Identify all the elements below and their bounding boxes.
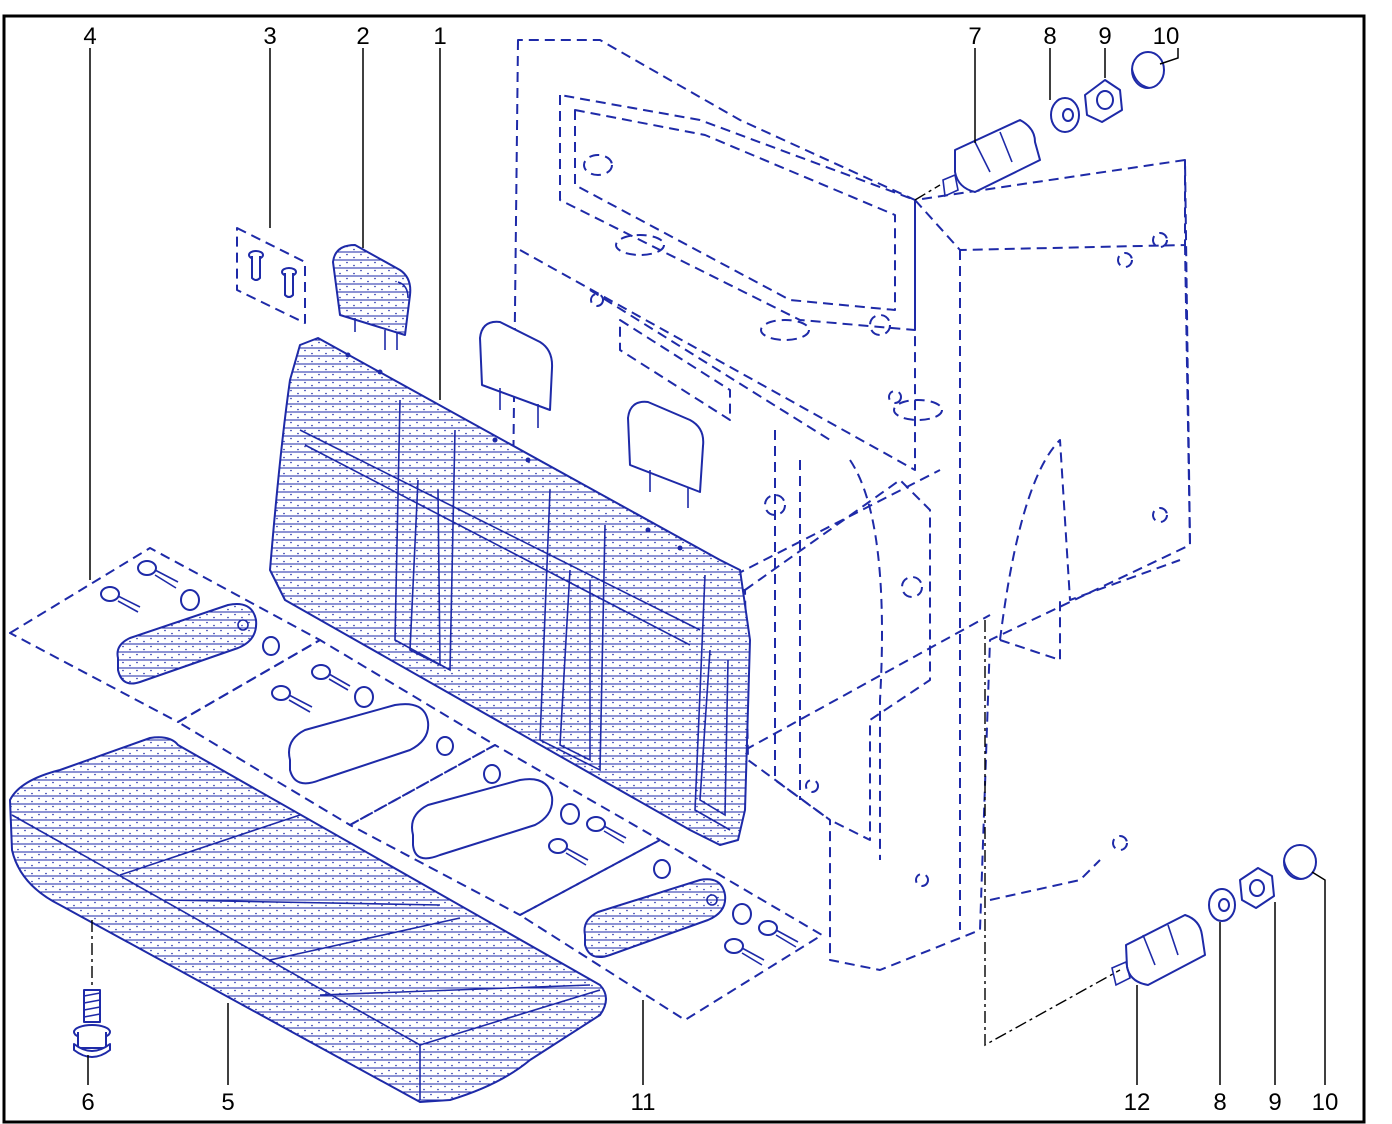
leader-lines <box>87 48 1326 1085</box>
armrest-fasteners <box>100 560 799 966</box>
callout-9-bottom: 9 <box>1268 1089 1281 1116</box>
seat-cushion <box>9 736 607 1103</box>
callout-2: 2 <box>356 23 369 50</box>
bushing <box>262 636 280 656</box>
cap-bottom <box>1283 844 1317 880</box>
callout-9-top: 9 <box>1098 23 1111 50</box>
bushing <box>483 764 501 784</box>
nut-top <box>1084 79 1123 123</box>
callout-labels: 4 3 2 1 7 8 9 10 6 5 11 12 8 9 10 <box>81 23 1338 1116</box>
bolt <box>758 920 799 948</box>
callout-12: 12 <box>1124 1089 1151 1116</box>
nut-bottom <box>1239 867 1275 909</box>
bolt <box>271 685 313 713</box>
headrest-guide-sleeves <box>236 227 306 324</box>
stud-spacer-top <box>942 119 1041 198</box>
armrest-right <box>583 878 727 958</box>
armrest-group-outlines <box>9 547 823 1021</box>
callout-1: 1 <box>433 23 446 50</box>
callout-4: 4 <box>83 23 96 50</box>
bolt <box>100 586 141 613</box>
seat-back <box>269 337 751 846</box>
bolt <box>724 938 765 966</box>
callout-7: 7 <box>968 23 981 50</box>
callout-10-top: 10 <box>1153 23 1180 50</box>
callout-10-bottom: 10 <box>1312 1089 1339 1116</box>
mounting-axis-lines <box>914 184 1121 1047</box>
washer-top <box>1050 97 1080 133</box>
vehicle-panel-phantom <box>511 39 1191 971</box>
headrest-2 <box>332 244 412 350</box>
bolt <box>311 664 351 691</box>
callout-3: 3 <box>263 23 276 50</box>
bolt <box>137 560 179 589</box>
callout-8-bottom: 8 <box>1213 1089 1226 1116</box>
bushing <box>560 803 580 825</box>
bushing <box>354 686 374 708</box>
bushing <box>436 736 454 756</box>
armrest-middle-left <box>288 703 430 785</box>
cap-top <box>1131 51 1165 89</box>
armrest-left <box>116 603 258 685</box>
bushing <box>653 859 671 879</box>
stud-spacer-bottom <box>1111 914 1206 987</box>
bushing <box>732 903 752 925</box>
armrest-middle-right <box>411 778 554 860</box>
washer-bottom <box>1208 888 1236 922</box>
flange-bolt <box>73 920 111 1058</box>
bolt <box>586 816 627 844</box>
callout-11: 11 <box>631 1089 656 1116</box>
callout-5: 5 <box>221 1089 234 1116</box>
headrest-right <box>627 400 705 508</box>
callout-8-top: 8 <box>1043 23 1056 50</box>
bushing <box>180 589 200 611</box>
callout-6: 6 <box>81 1089 94 1116</box>
headrest-middle <box>479 320 554 428</box>
drawing-frame <box>2 14 1366 1124</box>
bolt <box>548 838 589 866</box>
